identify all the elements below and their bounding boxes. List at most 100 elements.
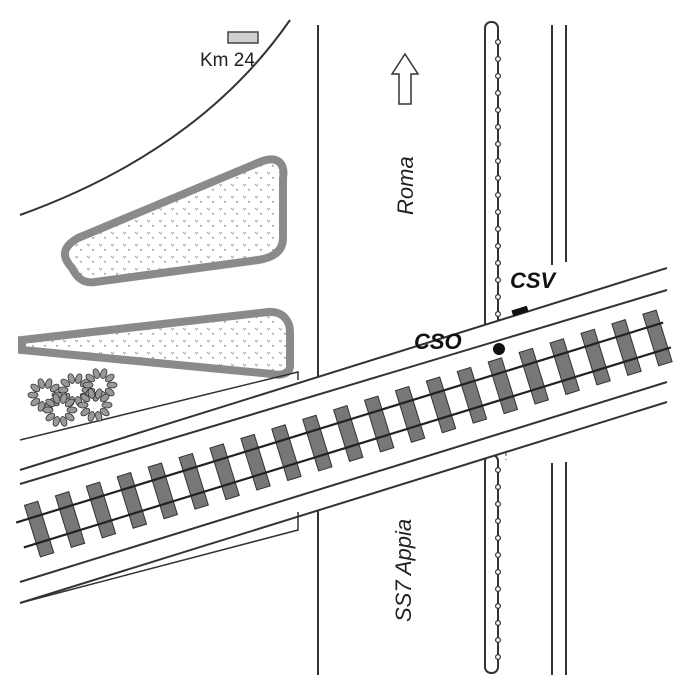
shrub-leaf [101,401,113,409]
rail-tie [178,452,209,510]
rail-tie [85,481,117,539]
road-name-label: SS7 Appia [391,519,416,622]
rail-tie [23,500,55,558]
corridor-edge-3 [19,381,668,583]
shrub-leaf [85,373,96,383]
rail-tie [394,385,426,443]
shrub-leaf [64,412,75,422]
rail-tie [425,376,457,434]
rail-tie [302,414,333,472]
rail-tie [549,338,580,396]
traffic-island-upper [60,155,288,287]
shrub-leaf [27,391,39,399]
bollard [495,551,502,558]
csv-label: CSV [510,268,558,293]
shrub-leaf [80,393,91,403]
shrub-leaf [37,378,45,389]
railway-track [15,309,673,558]
bollard [495,106,502,113]
traffic-island-lower [18,307,294,379]
curved-road-edge [19,19,291,216]
shrub-leaf [49,383,60,393]
cso-label: CSO [414,329,462,354]
bollard [495,294,502,301]
bollard [495,653,502,660]
shrub-leaf [92,368,100,379]
shrub-leaf [45,398,56,408]
bollard [495,192,502,199]
platform-left-top [19,371,299,441]
bollard [495,277,502,284]
shrub-leaf [60,416,68,427]
bollard [495,209,502,216]
median-top [484,21,502,341]
bollard [495,123,502,130]
rail-tie [642,309,673,367]
shrub-leaf [99,407,110,417]
shrub-leaf [87,388,95,399]
rail [23,346,672,549]
corridor-edge-2 [19,289,668,485]
rail-tie [487,357,519,415]
shrub-leaf [95,411,103,422]
bollard [495,311,502,318]
bollard [495,467,502,474]
bollard [495,226,502,233]
shrub-leaf [104,373,115,383]
median-bottom [484,454,502,674]
bollard [495,260,502,267]
rail-tie [456,366,488,424]
shrub-leaf [45,412,56,422]
shrub-leaf [95,388,103,399]
shrub-leaf [67,373,75,384]
bollard [495,175,502,182]
bollard [495,89,502,96]
rail-tie [116,471,148,529]
rail-tie [518,347,550,405]
bollard [495,243,502,250]
corridor-edge-4 [19,401,668,604]
rail-tie [54,491,86,549]
bollard [495,619,502,626]
rail-tie [240,433,271,491]
bollard [495,55,502,62]
arrow-up-icon [390,52,420,105]
bollard [495,158,502,165]
csv-sensor-marker [511,305,529,317]
rail-tie [332,405,364,463]
shrub-leaf [77,401,89,409]
shrub-leaf [100,368,108,379]
shrub-leaf [60,393,68,404]
bollard [495,72,502,79]
km-marker-label: Km 24 [200,50,255,71]
shrub-icon [27,368,118,427]
shrub-leaf [106,381,118,389]
shrub-leaf [30,397,41,407]
rail [15,321,664,524]
shrub-leaf [42,406,54,414]
shrub-leaf [30,383,41,393]
shrub-leaf [64,398,75,408]
shrub-leaf [45,378,53,389]
bollard [495,534,502,541]
bollard [495,517,502,524]
shrub-leaf [52,393,60,404]
direction-road-label: Roma [393,156,418,215]
shrub-leaf [52,416,60,427]
bollard [495,568,502,575]
shrub-leaf [99,393,110,403]
platform-left-bottom [19,512,299,604]
rail-tie [611,319,642,376]
shrub-leaf [82,381,94,389]
cso-point-marker [493,343,505,355]
rail-tie [209,443,240,501]
bollard [495,585,502,592]
rail-tie [363,395,395,453]
shrub-leaf [80,407,91,417]
rail-tie [271,424,302,482]
bollard [495,141,502,148]
shrub-leaf [66,406,78,414]
rail-tie [580,328,611,386]
shrub-leaf [57,386,69,394]
bollard [495,501,502,508]
